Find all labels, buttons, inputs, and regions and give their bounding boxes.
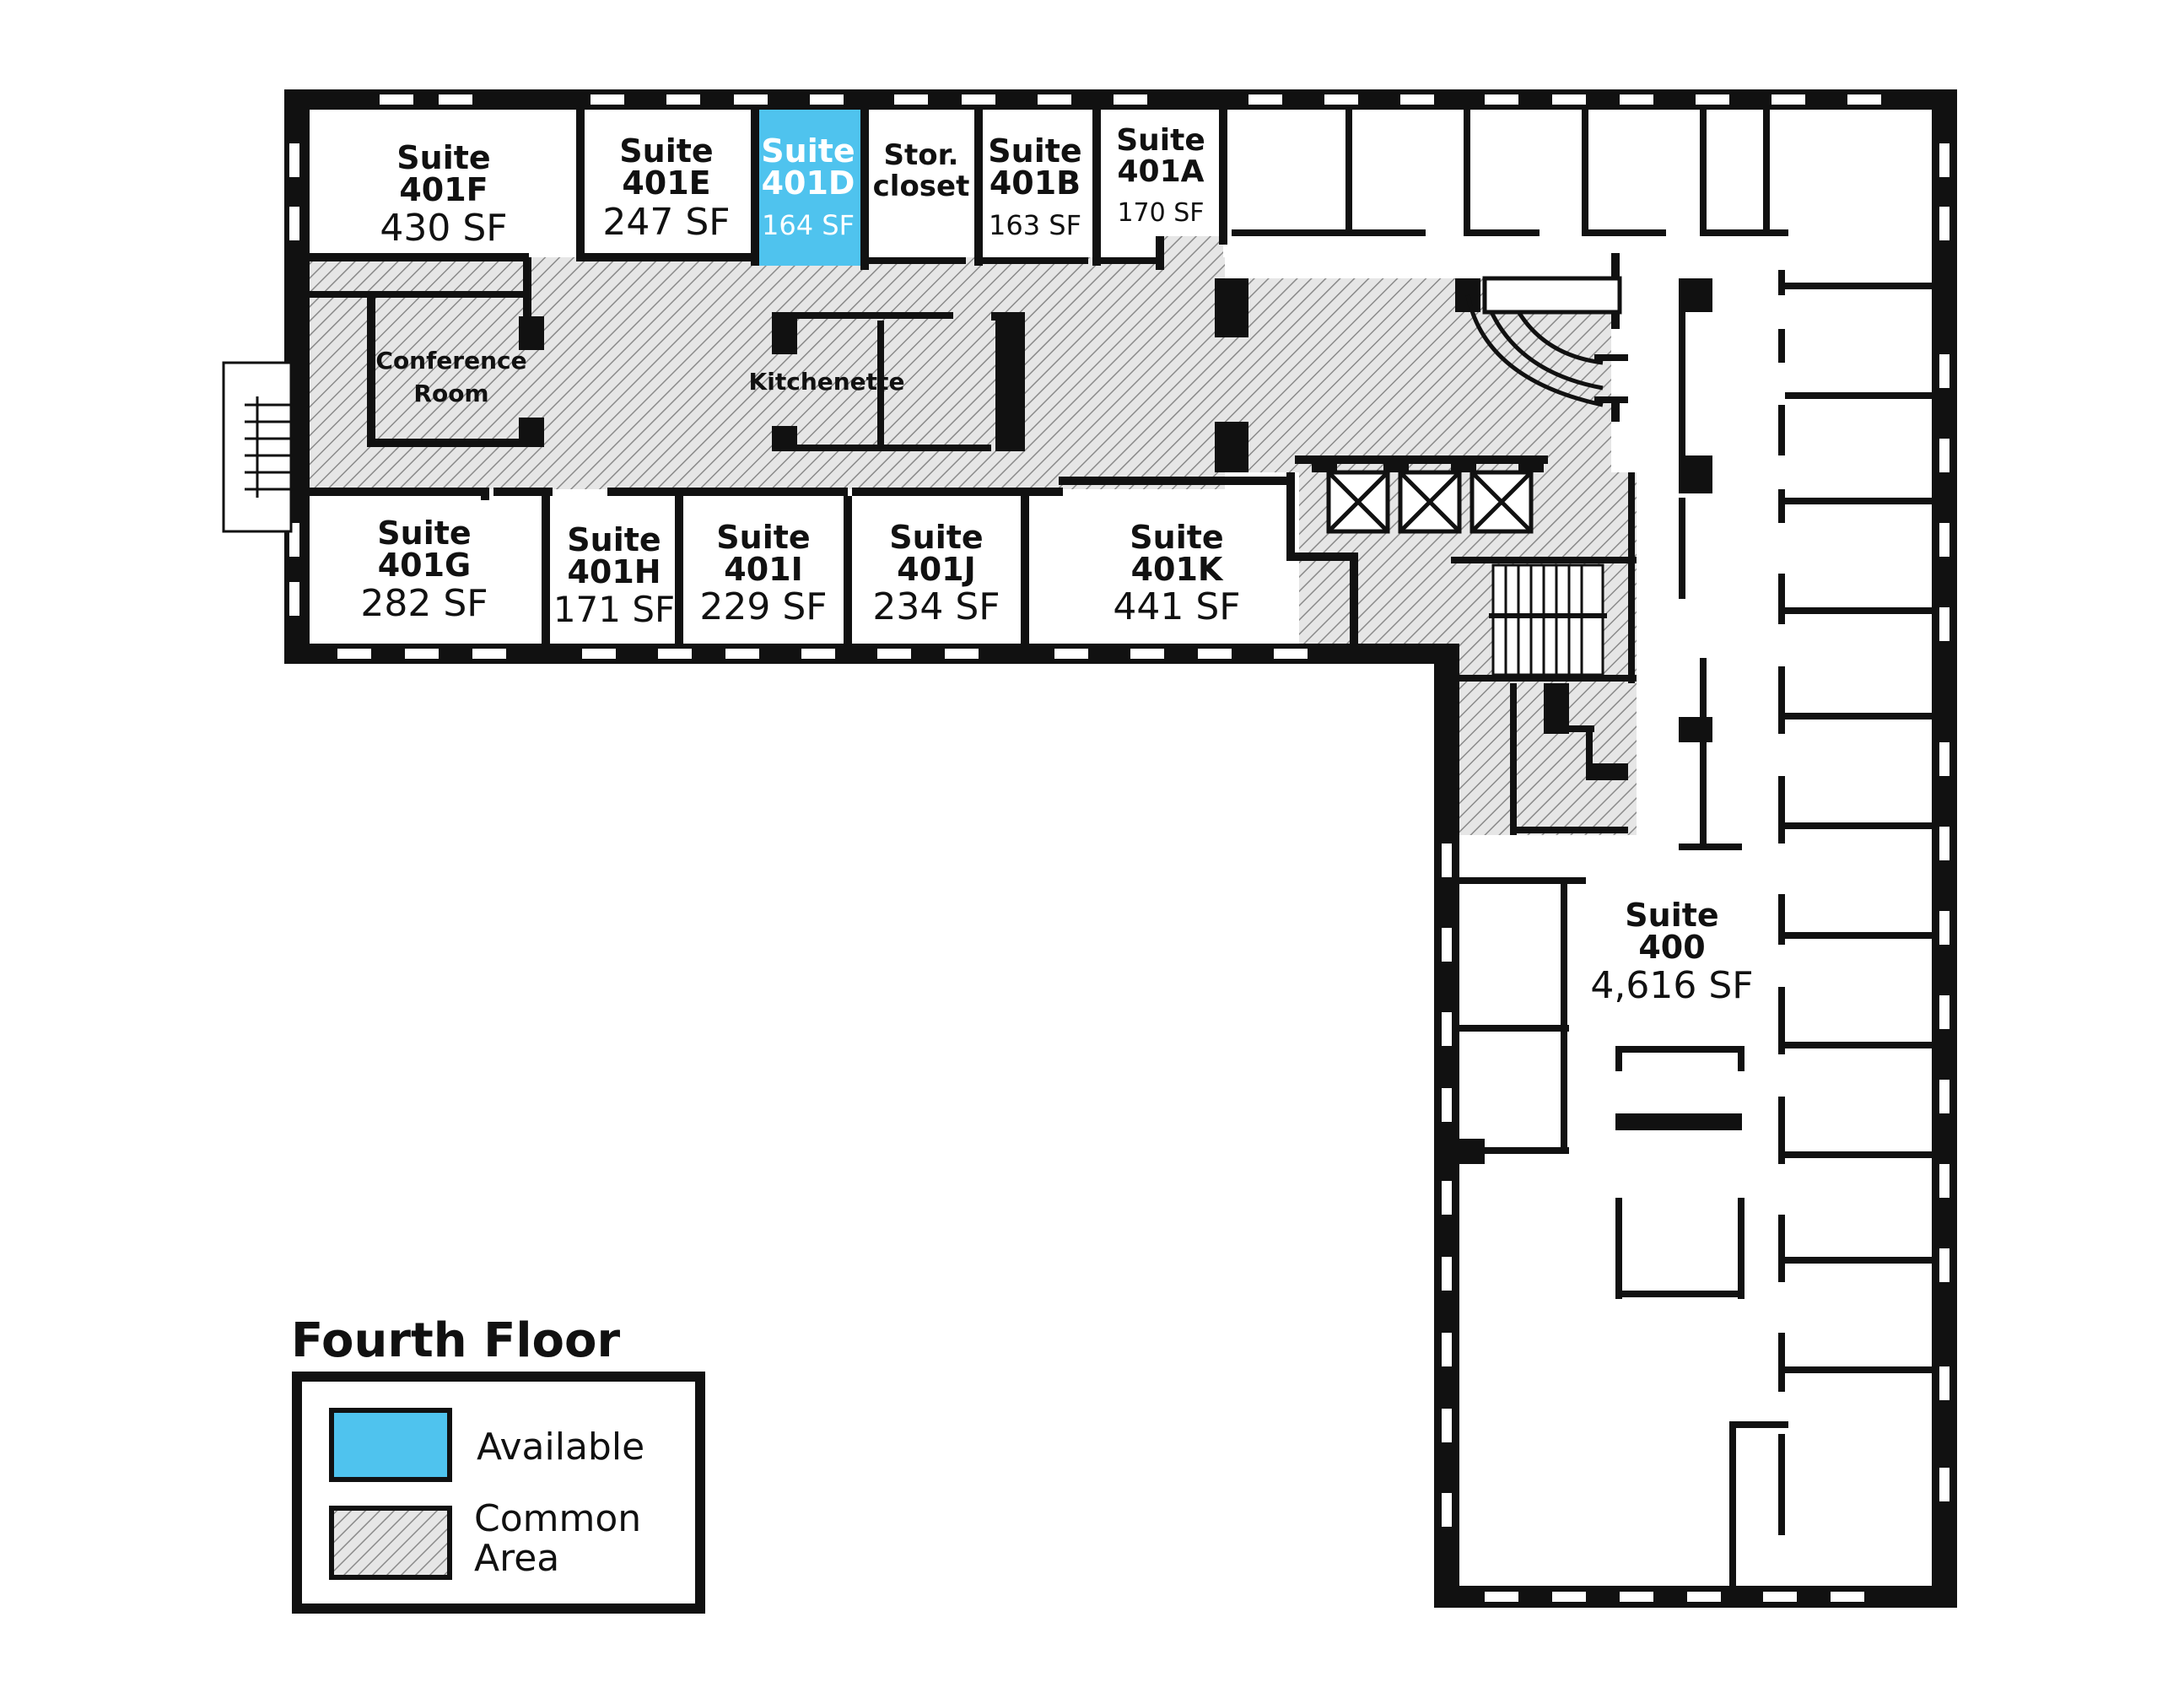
suite-401i-title: Suite [716,519,810,556]
suite-401f[interactable]: Suite 401F 430 SF [380,139,507,250]
suite-401k[interactable]: Suite 401K 441 SF [1113,519,1240,628]
suite-401k-title: Suite [1130,519,1223,556]
suite-401d-available-fill[interactable] [756,93,862,266]
suite-401a-number: 401A [1117,154,1204,189]
suite-401e[interactable]: Suite 401E 247 SF [602,132,730,244]
interior-walls [284,110,1933,1590]
suite-401h[interactable]: Suite 401H 171 SF [553,521,675,630]
storage-closet-line1: Stor. [884,138,959,172]
conference-room-line1: Conference [375,347,526,375]
legend-common-area-label-line2: Area [474,1537,559,1580]
suite-400-number: 400 [1638,929,1705,966]
suite-401a-title: Suite [1116,123,1205,158]
suite-400[interactable]: Suite 400 4,616 SF [1590,897,1753,1007]
windows [289,94,1949,1602]
suite-401h-area: 171 SF [553,589,675,630]
suite-401a-area: 170 SF [1117,198,1204,228]
suite-401e-number: 401E [622,164,710,202]
suite-401f-title: Suite [396,139,490,176]
suite-401a[interactable]: Suite 401A 170 SF [1116,123,1205,228]
suite-401g-area: 282 SF [360,582,488,625]
suite-401h-number: 401H [567,553,661,590]
suite-401b-number: 401B [990,164,1081,202]
suite-401b-title: Suite [988,132,1081,170]
legend: Fourth Floor Available Common Area [291,1313,705,1614]
suite-401e-title: Suite [619,132,713,170]
suite-401g-number: 401G [378,547,472,584]
suite-401f-number: 401F [399,171,488,208]
storage-closet: Stor. closet [873,138,970,203]
suite-401j-area: 234 SF [872,585,1000,628]
legend-available-label: Available [477,1426,644,1469]
room-labels: Suite 401F 430 SF Suite 401E 247 SF Suit… [360,123,1753,1007]
suite-401i-area: 229 SF [699,585,827,628]
suite-401e-area: 247 SF [602,201,730,244]
suite-401g-title: Suite [377,515,471,552]
floor-title: Fourth Floor [291,1313,620,1368]
suite-401i[interactable]: Suite 401I 229 SF [699,519,827,628]
suite-401j-number: 401J [897,551,975,588]
elevators [1326,470,1534,534]
legend-common-area-swatch [329,1506,452,1580]
storage-closet-line2: closet [873,170,970,203]
suite-401d-title: Suite [761,132,855,170]
legend-available-swatch [329,1408,452,1482]
suite-401j-title: Suite [889,519,983,556]
suite-401f-area: 430 SF [380,207,507,250]
suite-401b[interactable]: Suite 401B 163 SF [988,132,1081,241]
suite-401h-title: Suite [567,521,661,558]
suite-400-title: Suite [1625,897,1718,934]
conference-room-line2: Room [413,380,488,407]
legend-common-area-label-line1: Common [474,1497,641,1540]
suite-400-area: 4,616 SF [1590,964,1753,1007]
conference-room: Conference Room [375,347,526,407]
suite-401d-number: 401D [762,164,855,202]
suite-401d-area: 164 SF [762,209,855,241]
west-exit-stair [222,361,293,533]
suite-401i-number: 401I [724,551,802,588]
kitchenette-label: Kitchenette [749,368,905,396]
suite-401d[interactable]: Suite 401D 164 SF [761,132,855,241]
suite-401k-number: 401K [1131,551,1224,588]
suite-401k-area: 441 SF [1113,585,1240,628]
suite-401j[interactable]: Suite 401J 234 SF [872,519,1000,628]
suite-401g[interactable]: Suite 401G 282 SF [360,515,488,625]
rotunda [1465,276,1622,407]
interior-stair [1489,563,1607,676]
suite-401b-area: 163 SF [989,209,1081,241]
